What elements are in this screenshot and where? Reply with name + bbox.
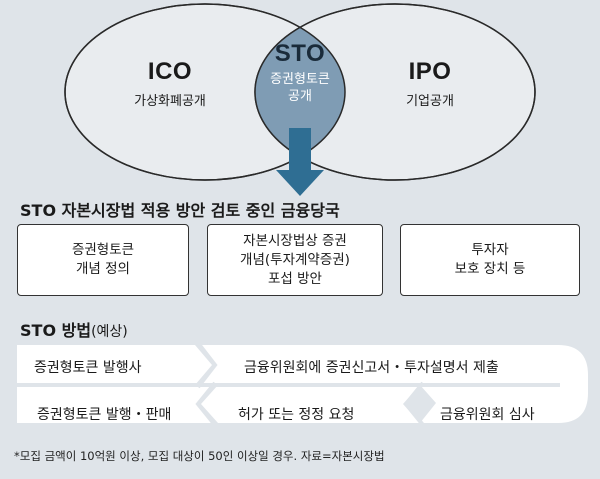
flow-step-issuer: 증권형토큰 발행사 [34, 360, 142, 376]
review-box-line: 투자자 [471, 242, 509, 258]
method-flow [17, 341, 588, 427]
sto-label: STO 증권형토큰 공개 [230, 40, 370, 105]
flow-step-issue-sale: 증권형토큰 발행・판매 [37, 407, 172, 423]
ico-label: ICO 가상화폐공개 [95, 58, 245, 109]
review-title: STO 자본시장법 적용 방안 검토 중인 금융당국 [20, 201, 340, 220]
ico-title: ICO [147, 58, 193, 85]
ipo-label: IPO 기업공개 [355, 58, 505, 109]
review-box-line: 포섭 방안 [268, 270, 322, 287]
review-box-line: 보호 장치 등 [454, 261, 526, 277]
review-box-line: 증권형토큰 [71, 242, 135, 258]
ico-subtitle: 가상화폐공개 [134, 94, 206, 109]
method-title-text: STO 방법 [20, 321, 92, 340]
sto-subtitle-line-2: 공개 [288, 89, 312, 104]
flow-step-submit: 금융위원회에 증권신고서・투자설명서 제출 [244, 360, 499, 376]
flow-step-shape [17, 345, 212, 385]
review-box-line: 개념 정의 [76, 261, 130, 277]
review-box-definition: 증권형토큰 개념 정의 [17, 224, 189, 296]
ipo-subtitle: 기업공개 [406, 94, 454, 109]
flow-step-review: 금융위원회 심사 [440, 407, 535, 423]
flow-step-shape [17, 385, 213, 423]
sto-subtitle-line-1: 증권형토큰 [270, 72, 330, 87]
review-box-line: 자본시장법상 증권 [243, 232, 347, 249]
review-box-securities: 자본시장법상 증권 개념(투자계약증권) 포섭 방안 [207, 224, 383, 296]
review-box-line: 개념(투자계약증권) [240, 251, 350, 268]
venn-diagram [64, 3, 536, 196]
flow-step-approval: 허가 또는 정정 요청 [238, 407, 355, 423]
flow-step-shape [201, 385, 420, 423]
down-arrow-icon [276, 128, 324, 196]
review-box-protection: 투자자 보호 장치 등 [400, 224, 580, 296]
method-title-note: (예상) [91, 324, 128, 340]
sto-title: STO [274, 40, 326, 67]
method-title: STO 방법(예상) [20, 317, 128, 341]
sto-intersection [255, 4, 345, 180]
ipo-title: IPO [408, 58, 452, 85]
footnote: *모집 금액이 10억원 이상, 모집 대상이 50인 이상일 경우. 자료=자… [14, 449, 385, 463]
